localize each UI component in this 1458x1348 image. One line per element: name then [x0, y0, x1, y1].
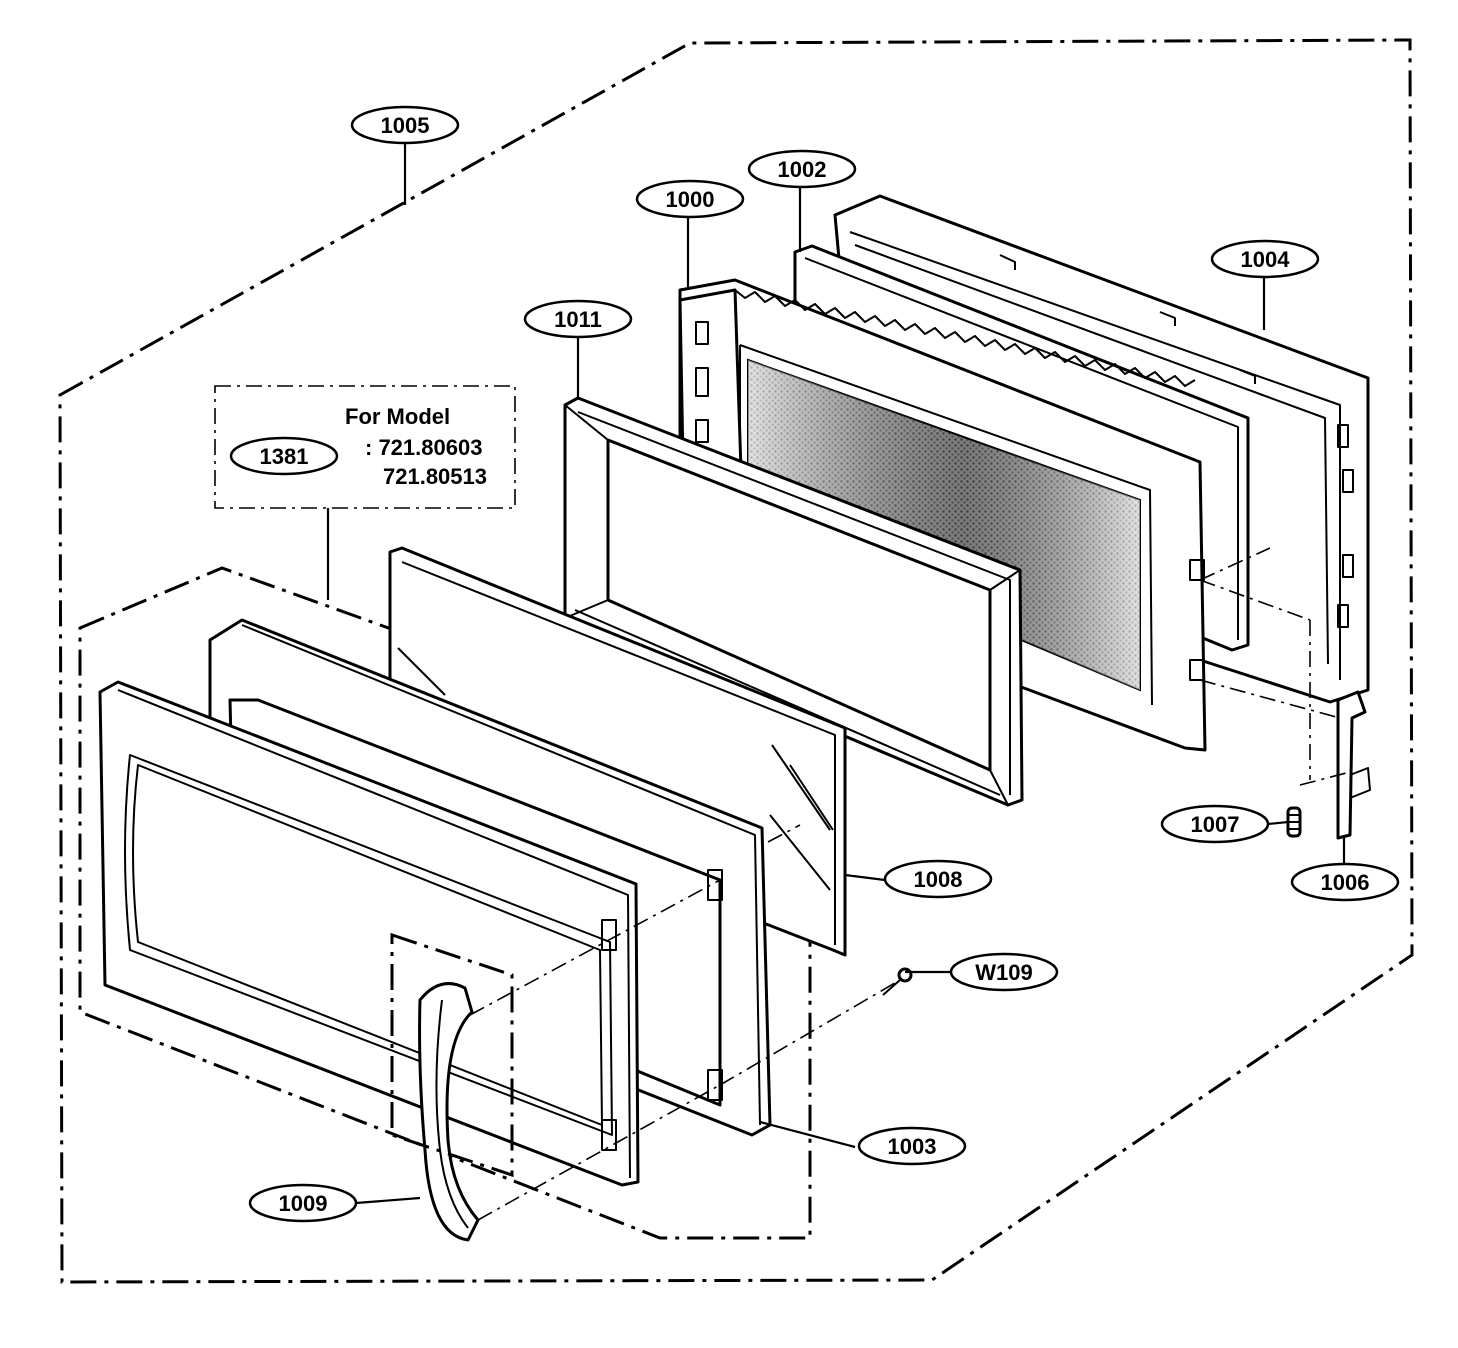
- leader-lines: [326, 142, 1346, 1205]
- svg-text:1011: 1011: [554, 307, 602, 332]
- callout-1003: 1003: [857, 1126, 967, 1166]
- part-1006-latch: [1336, 690, 1371, 840]
- callout-1007: 1007: [1160, 804, 1270, 844]
- callout-1000: 1000: [635, 179, 745, 219]
- svg-text:1005: 1005: [381, 113, 430, 138]
- note-model-2: 721.80513: [383, 464, 487, 489]
- callout-1006: 1006: [1290, 862, 1400, 902]
- callout-1381: 1381: [229, 436, 339, 476]
- door-sub-assembly-boundary: [78, 566, 812, 1240]
- callout-1009: 1009: [248, 1183, 358, 1223]
- part-1007-spring: [1286, 806, 1302, 838]
- svg-text:1009: 1009: [279, 1191, 328, 1216]
- part-1000-inner-panel: [678, 278, 1207, 752]
- callout-1002: 1002: [747, 149, 857, 189]
- callout-1008: 1008: [883, 859, 993, 899]
- svg-text:1381: 1381: [260, 444, 309, 469]
- svg-text:W109: W109: [975, 960, 1032, 985]
- svg-text:1008: 1008: [914, 867, 963, 892]
- part-1009-handle: [418, 982, 480, 1242]
- svg-text:1004: 1004: [1241, 247, 1291, 272]
- part-1011-frame: [563, 396, 1024, 807]
- assembly-guide-lines: [469, 547, 1351, 1221]
- svg-text:1002: 1002: [778, 157, 827, 182]
- callout-1005: 1005: [350, 105, 460, 145]
- callout-1011: 1011: [523, 299, 633, 339]
- note-model-1: : 721.80603: [365, 435, 482, 460]
- svg-text:1006: 1006: [1321, 870, 1370, 895]
- model-note: For Model : 721.80603 721.80513: [214, 385, 516, 509]
- callout-w109: W109: [949, 952, 1059, 992]
- note-heading: For Model: [345, 404, 450, 429]
- door-assembly-boundary: [58, 38, 1414, 1284]
- svg-text:1007: 1007: [1191, 812, 1240, 837]
- svg-text:1000: 1000: [666, 187, 715, 212]
- handle-group-boundary: [390, 932, 514, 1178]
- svg-text:1003: 1003: [888, 1134, 937, 1159]
- callout-1004: 1004: [1210, 239, 1320, 279]
- part-1381-front-panel: [98, 680, 640, 1187]
